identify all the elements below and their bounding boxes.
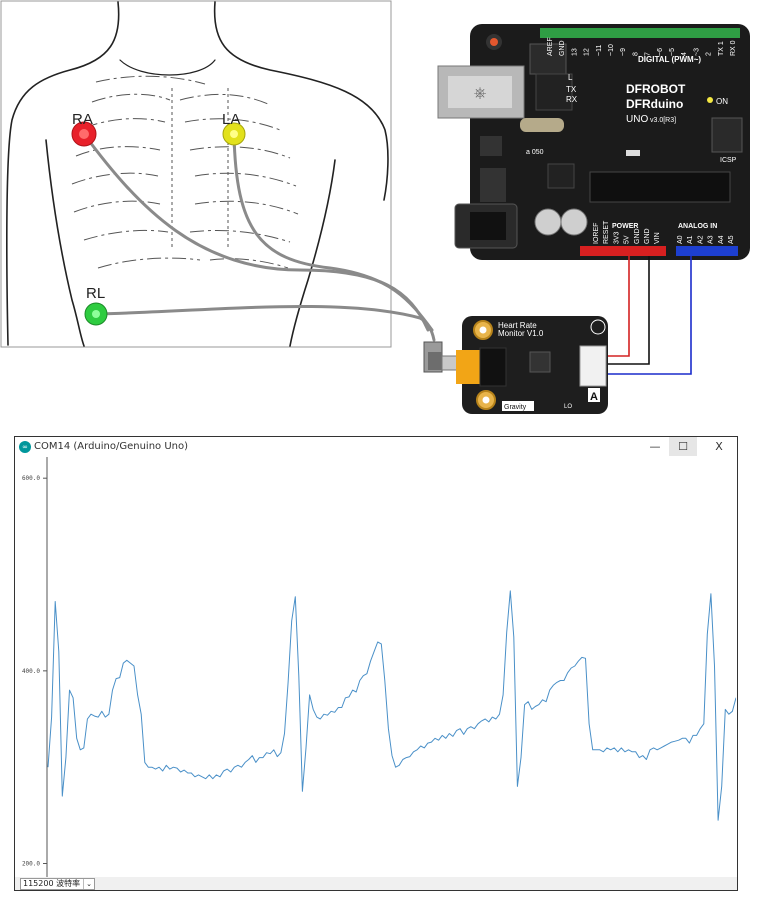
top-pin-label-12: ~3 [693, 48, 700, 56]
analog-pin-label-3: A3 [708, 235, 715, 244]
svg-text:⎈: ⎈ [474, 83, 487, 102]
top-pin-label-5: ~10 [608, 44, 615, 56]
power-pin-label-6: VIN [654, 232, 661, 244]
led-label-tx: TX [566, 85, 577, 94]
analog-pin-label-0: A0 [677, 235, 684, 244]
heart-rate-sensor: A Heart Rate Monitor V1.0 Gravity LO [456, 316, 608, 414]
power-pin-label-5: GND [644, 228, 651, 244]
led-label-l: L [568, 73, 573, 82]
y-tick-label: 600.0 [22, 475, 40, 482]
crystal-label: a 050 [526, 149, 544, 156]
arduino-icon: ∞ [19, 441, 31, 453]
top-pin-label-1: GND [559, 40, 566, 56]
electrode-ra: RA [71, 111, 97, 147]
top-pin-label-10: ~5 [669, 48, 676, 56]
y-tick-label: 200.0 [22, 861, 40, 868]
wiring-diagram: RA LA RL ⎈ [0, 0, 750, 414]
top-pin-label-4: ~11 [596, 45, 603, 56]
power-header-label: POWER [612, 223, 638, 230]
serial-plotter-window: ∞ COM14 (Arduino/Genuino Uno) — ☐ X 600.… [14, 436, 738, 891]
top-pin-label-2: 13 [571, 48, 578, 56]
y-axis-ticks: 600.0 400.0 200.0 [22, 475, 47, 868]
electrode-jack [423, 341, 459, 373]
electrode-la: LA [222, 111, 246, 146]
digital-header-label: DIGITAL (PWM~) [638, 55, 701, 64]
baud-rate-value: 115200 波特率 [23, 879, 81, 888]
analog-pin-label-4: A4 [718, 235, 725, 244]
board-version: UNO [626, 114, 648, 125]
analog-pin-label-5: A5 [728, 235, 735, 244]
minimize-button[interactable]: — [649, 440, 661, 453]
baud-rate-select[interactable]: 115200 波特率⌄ [20, 878, 95, 890]
power-pin-label-1: RESET [603, 220, 610, 244]
series-line-0 [47, 590, 736, 821]
top-pin-label-11: 4 [681, 52, 688, 56]
electrode-la-label: LA [222, 111, 240, 128]
power-pin-label-2: 3V3 [613, 231, 620, 244]
electrode-rl: RL [84, 285, 108, 326]
top-pin-label-3: 12 [584, 48, 591, 56]
y-tick-label: 400.0 [22, 668, 40, 675]
torso-illustration: RA LA RL [0, 0, 436, 348]
maximize-button[interactable]: ☐ [669, 437, 697, 456]
sensor-lo-label: LO [564, 404, 572, 410]
top-pin-label-0: AREF [547, 37, 554, 56]
top-pin-label-15: RX 0 [730, 40, 737, 56]
top-pin-label-6: ~9 [620, 48, 627, 56]
board-version-suffix: v3.0[R3] [650, 117, 676, 124]
window-title: COM14 (Arduino/Genuino Uno) [34, 441, 189, 452]
top-pin-label-8: 7 [645, 52, 652, 56]
electrode-rl-label: RL [86, 285, 105, 302]
sensor-port-marker: A [590, 391, 598, 403]
arduino-board: ⎈ DIGITAL (PWM~) DFROBOT DFRduino UNO v3… [437, 24, 750, 260]
led-label-rx: RX [566, 95, 578, 104]
sensor-title-line1: Heart Rate [498, 321, 537, 330]
sensor-title-line2: Monitor V1.0 [498, 329, 544, 338]
analog-pin-label-1: A1 [687, 235, 694, 244]
icsp-label: ICSP [720, 157, 737, 164]
analog-header-label: ANALOG IN [678, 223, 717, 230]
top-pin-label-13: 2 [706, 52, 713, 56]
close-button[interactable]: X [715, 440, 723, 453]
sensor-gravity-label: Gravity [504, 404, 527, 411]
chevron-down-icon: ⌄ [83, 879, 92, 889]
analog-pin-label-2: A2 [697, 235, 704, 244]
board-brand: DFROBOT [626, 82, 686, 96]
power-pin-label-4: GND [634, 228, 641, 244]
top-pin-label-9: ~6 [657, 48, 664, 56]
electrode-ra-label: RA [72, 111, 93, 128]
top-pin-label-14: TX 1 [718, 41, 725, 56]
power-pin-label-0: IOREF [593, 223, 600, 244]
top-pin-labels: AREF GND 13 12 ~11 ~10 ~9 8 7 ~6 ~5 4 ~3 2 TX 1 RX 0 [547, 37, 737, 56]
board-model: DFRduino [626, 97, 683, 111]
jumper-wires [606, 256, 692, 375]
top-pin-label-7: 8 [632, 52, 639, 56]
plot-area: 600.0 400.0 200.0 [22, 457, 736, 877]
ecg-series [47, 590, 736, 821]
status-bar: 115200 波特率⌄ [15, 877, 737, 890]
title-bar[interactable]: ∞ COM14 (Arduino/Genuino Uno) — ☐ X [15, 437, 737, 457]
led-labels: L TX RX [566, 73, 578, 104]
power-pin-label-3: 5V [624, 235, 631, 244]
board-on-label: ON [716, 97, 728, 106]
